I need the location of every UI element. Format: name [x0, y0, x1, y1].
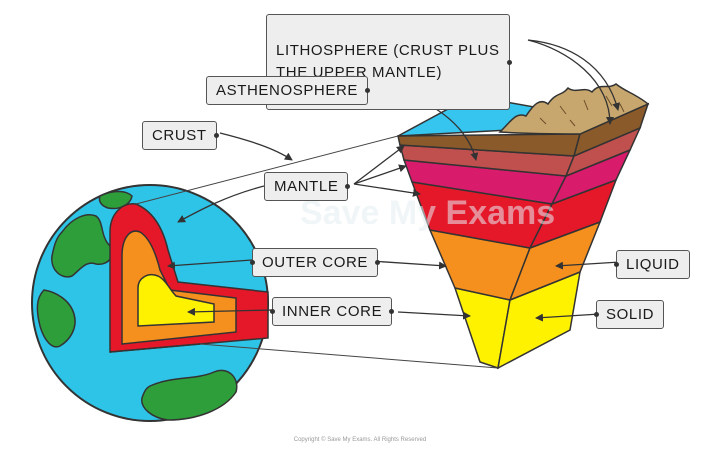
connector-line-top	[135, 135, 399, 205]
continent-shape	[36, 289, 76, 348]
label-dot	[506, 59, 512, 65]
arrow-lithosphere-1	[527, 39, 621, 111]
label-asthenosphere-text: ASTHENOSPHERE	[216, 82, 358, 99]
arrow-inner-core-right	[397, 311, 471, 320]
arrow-lithosphere-2	[527, 39, 614, 125]
label-lithosphere-text: LITHOSPHERE (CRUST PLUS THE UPPER MANTLE…	[276, 42, 500, 81]
label-dot	[270, 309, 275, 314]
label-dot	[250, 260, 255, 265]
label-dot	[375, 260, 381, 265]
copyright-notice: Copyright © Save My Exams. All Rights Re…	[293, 437, 427, 443]
arrow-liquid	[555, 261, 621, 270]
label-dot	[345, 184, 351, 189]
label-dot	[389, 309, 395, 314]
connector-line-bottom	[199, 343, 499, 369]
label-outer-core: OUTER CORE	[250, 248, 381, 277]
label-crust-text: CRUST	[152, 127, 207, 144]
wedge-rocky-surface	[498, 83, 650, 135]
arrow-mantle-1	[353, 145, 405, 185]
label-outer-core-text: OUTER CORE	[262, 254, 369, 271]
label-dot	[213, 133, 219, 138]
arrow-solid	[535, 313, 601, 322]
label-solid-text: SOLID	[606, 306, 655, 323]
globe-cut-edge	[109, 343, 201, 353]
arrow-mantle-2	[353, 164, 407, 185]
arrow-inner-core-left	[187, 307, 273, 316]
label-mantle: MANTLE	[264, 172, 351, 201]
label-liquid-text: LIQUID	[626, 256, 680, 273]
arrow-mantle-3	[353, 183, 421, 197]
globe	[31, 184, 269, 422]
label-mantle-text: MANTLE	[274, 178, 339, 195]
label-dot	[614, 262, 619, 267]
label-dot	[365, 88, 370, 93]
label-liquid: LIQUID	[614, 250, 690, 279]
arrow-crust	[219, 132, 293, 161]
label-dot	[594, 312, 599, 317]
label-inner-core-text: INNER CORE	[282, 303, 383, 320]
label-solid: SOLID	[594, 300, 665, 329]
label-asthenosphere: ASTHENOSPHERE	[206, 76, 370, 105]
label-inner-core: INNER CORE	[270, 297, 395, 326]
continent-shape	[51, 214, 113, 278]
continent-shape	[141, 369, 238, 421]
rock-texture	[539, 95, 625, 127]
arrow-outer-core-left	[167, 259, 253, 270]
label-crust: CRUST	[142, 121, 219, 150]
arrow-mantle-globe	[177, 185, 265, 223]
